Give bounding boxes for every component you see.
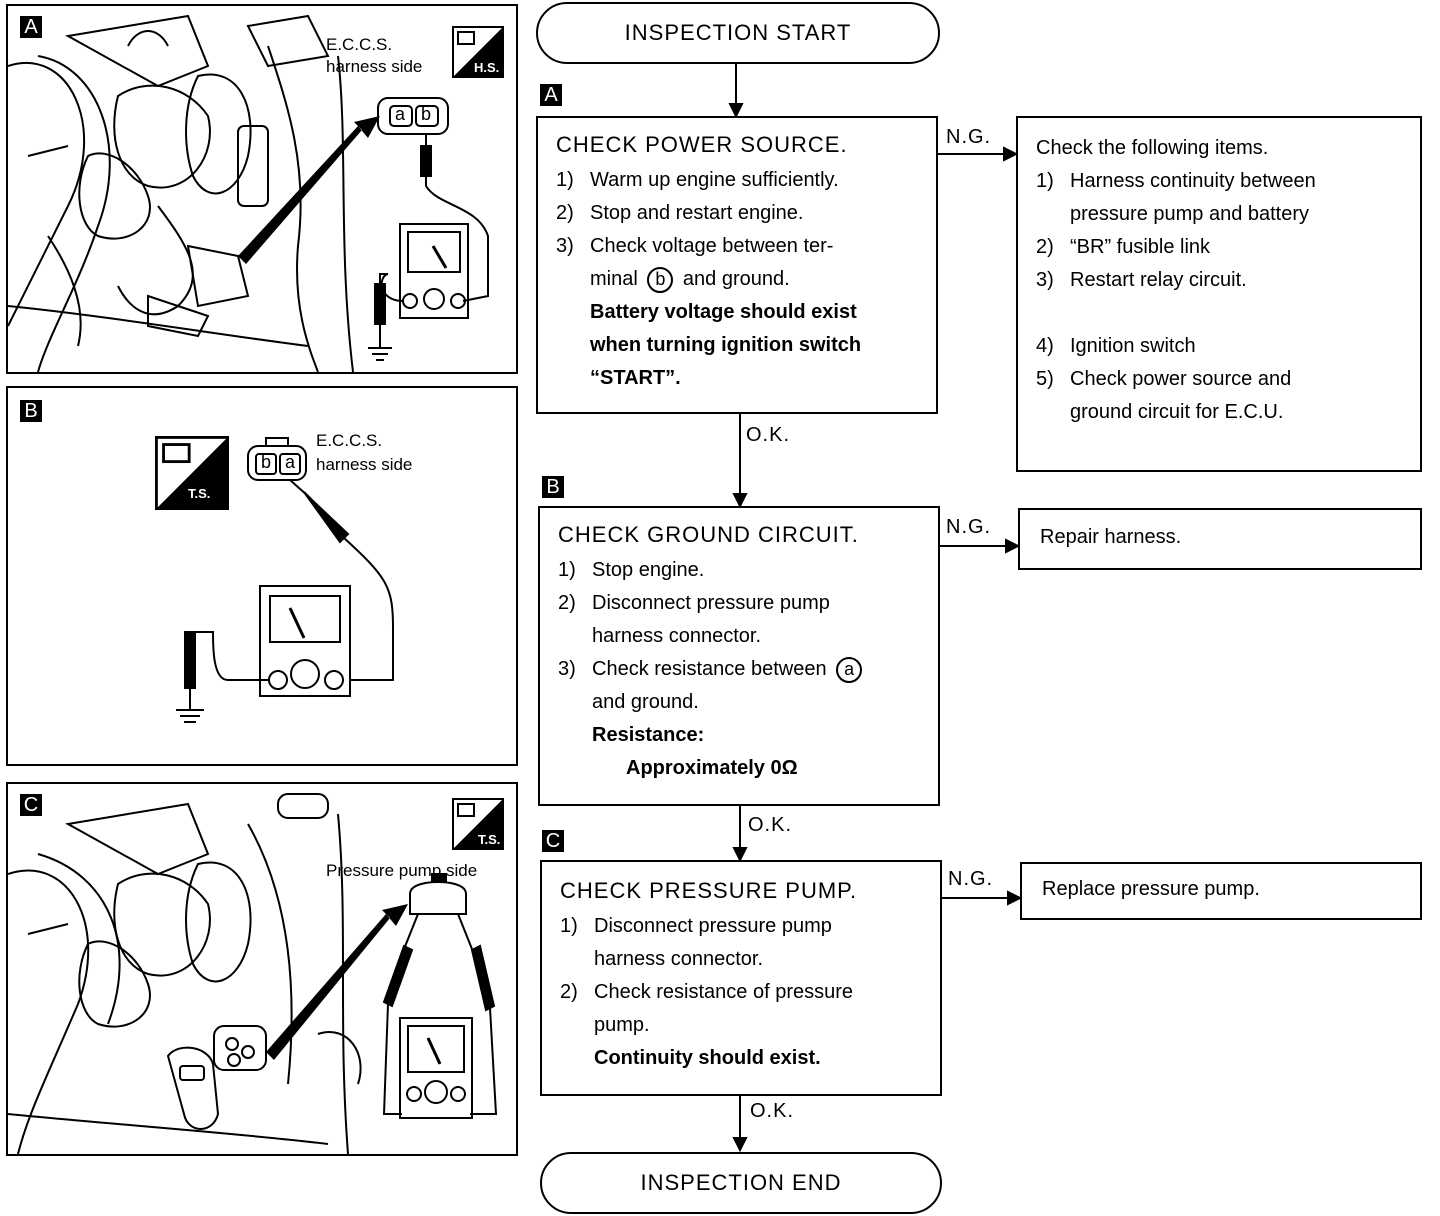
flow-tag-b: B <box>542 476 564 498</box>
step-b-spec-label: Resistance: <box>592 724 705 746</box>
panel-a-terminal-a: a <box>395 104 406 124</box>
ng-c-text: Replace pressure pump. <box>1042 878 1260 900</box>
ng-box-c: Replace pressure pump. <box>1020 862 1422 920</box>
ng-a-title: Check the following items. <box>1036 137 1269 159</box>
step-c-item-1: 1)Disconnect pressure pump <box>560 915 832 937</box>
step-box-check-pressure-pump: CHECK PRESSURE PUMP. 1)Disconnect pressu… <box>540 860 942 1096</box>
terminal-a-symbol: a <box>836 657 863 683</box>
step-b-title: CHECK GROUND CIRCUIT. <box>558 522 859 547</box>
panel-tag-a: A <box>20 16 42 38</box>
step-a-item-2: 2)Stop and restart engine. <box>556 202 804 224</box>
ng-label-b: N.G. <box>946 516 992 538</box>
inspection-start-label: INSPECTION START <box>624 20 852 45</box>
step-b-item-1: 1)Stop engine. <box>558 559 705 581</box>
panel-b-badge-label: T.S. <box>188 486 211 501</box>
illustration-panel-c: C <box>6 782 518 1156</box>
step-b-item-2: 2)Disconnect pressure pump <box>558 592 830 614</box>
terminal-side-badge-icon <box>155 436 229 510</box>
ng-a-item-5: 5)Check power source and <box>1036 368 1292 390</box>
flow-tag-a: A <box>540 84 562 106</box>
ok-label-b: O.K. <box>748 814 793 836</box>
flow-tag-c: C <box>542 830 564 852</box>
illustration-panel-a: A <box>6 4 518 374</box>
illustration-panel-b: B T.S. b a E.C.C.S. <box>6 386 518 766</box>
step-b-spec-value: Approximately 0Ω <box>626 757 798 779</box>
ng-a-item-4: 4)Ignition switch <box>1036 335 1196 357</box>
harness-side-badge-icon <box>452 26 504 78</box>
ng-box-a: Check the following items. 1)Harness con… <box>1016 116 1422 472</box>
ng-a-item-2: 2)“BR” fusible link <box>1036 236 1211 258</box>
panel-tag-c: C <box>20 794 42 816</box>
step-a-title: CHECK POWER SOURCE. <box>556 132 848 157</box>
panel-a-badge-label: H.S. <box>474 60 500 75</box>
step-a-item-1: 1)Warm up engine sufficiently. <box>556 169 839 191</box>
ok-label-c: O.K. <box>750 1100 795 1122</box>
ng-a-item-5-cont: ground circuit for E.C.U. <box>1070 401 1284 423</box>
ohmmeter-ground-diagram <box>176 437 394 723</box>
engine-illustration-c <box>8 793 498 1154</box>
panel-b-terminal-b: b <box>261 452 272 472</box>
panel-a-label-2: harness side <box>326 57 423 76</box>
panel-a-terminal-b: b <box>421 104 432 124</box>
panel-a-label-1: E.C.C.S. <box>326 35 393 54</box>
ng-a-item-3: 3)Restart relay circuit. <box>1036 269 1247 291</box>
panel-b-label-2: harness side <box>316 455 413 474</box>
step-box-check-power-source: CHECK POWER SOURCE. 1)Warm up engine suf… <box>536 116 938 414</box>
terminal-b-symbol: b <box>647 267 674 293</box>
panel-c-label: Pressure pump side <box>326 861 478 880</box>
step-a-item-3-cont: minal b and ground. <box>556 263 936 296</box>
ng-a-item-1-cont: pressure pump and battery <box>1070 203 1310 225</box>
panel-c-badge-label: T.S. <box>478 832 501 847</box>
step-b-item-3: 3)Check resistance between a <box>558 653 938 686</box>
step-b-item-2-cont: harness connector. <box>592 625 761 647</box>
step-a-spec-2: when turning ignition switch <box>590 334 862 356</box>
step-a-spec-3: “START”. <box>590 367 681 389</box>
step-b-item-3-cont: and ground. <box>592 691 699 713</box>
panel-tag-b: B <box>20 400 42 422</box>
step-c-item-1-cont: harness connector. <box>594 948 763 970</box>
panel-b-label-1: E.C.C.S. <box>316 431 383 450</box>
engine-illustration-a <box>8 14 489 372</box>
inspection-start-terminal: INSPECTION START <box>536 2 940 64</box>
ok-label-a: O.K. <box>746 424 791 446</box>
ng-a-item-1: 1)Harness continuity between <box>1036 170 1316 192</box>
step-c-spec: Continuity should exist. <box>594 1047 821 1069</box>
ng-box-b: Repair harness. <box>1018 508 1422 570</box>
panel-b-terminal-a: a <box>285 452 296 472</box>
step-box-check-ground-circuit: CHECK GROUND CIRCUIT. 1)Stop engine. 2)D… <box>538 506 940 806</box>
step-a-item-3: 3)Check voltage between ter- <box>556 235 834 257</box>
terminal-side-badge-icon-c <box>452 798 504 850</box>
step-c-item-2: 2)Check resistance of pressure <box>560 981 854 1003</box>
ng-label-a: N.G. <box>946 126 992 148</box>
inspection-end-label: INSPECTION END <box>640 1170 842 1195</box>
step-c-title: CHECK PRESSURE PUMP. <box>560 878 858 903</box>
ng-label-c: N.G. <box>948 868 994 890</box>
inspection-end-terminal: INSPECTION END <box>540 1152 942 1214</box>
ng-b-text: Repair harness. <box>1040 526 1182 548</box>
step-c-item-2-cont: pump. <box>594 1014 650 1036</box>
step-a-spec-1: Battery voltage should exist <box>590 301 857 323</box>
